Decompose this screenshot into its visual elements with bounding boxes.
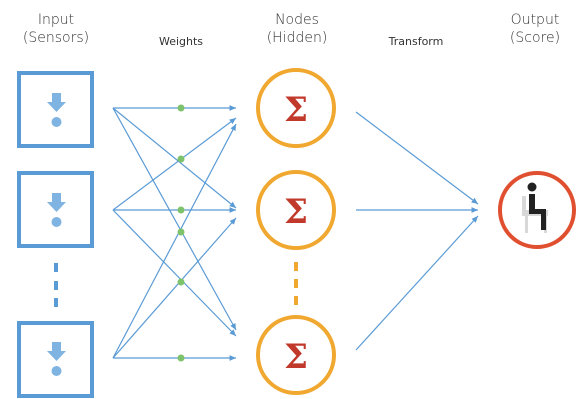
connection-line xyxy=(112,123,237,359)
input-label-line2: (Sensors) xyxy=(22,30,90,46)
output-column-label: Output (Score) xyxy=(510,11,560,47)
input-sensor xyxy=(17,171,94,248)
input-label-line1: Input xyxy=(37,12,75,28)
download-arrow-icon xyxy=(47,93,66,127)
sigma-symbol: Σ xyxy=(284,90,308,130)
weight-dot xyxy=(177,278,185,286)
weight-dot xyxy=(177,104,185,112)
connection-line xyxy=(355,111,479,205)
weight-dot xyxy=(177,354,185,362)
weights-column-label: Weights xyxy=(158,35,204,48)
input-sensor xyxy=(17,321,94,398)
nodes-column-label: Nodes (Hidden) xyxy=(267,11,328,47)
input-column-label: Input (Sensors) xyxy=(23,11,89,47)
nodes-label-line2: (Hidden) xyxy=(266,30,328,46)
hidden-ellipsis xyxy=(294,262,298,305)
nodes-label-line1: Nodes xyxy=(275,12,319,28)
download-arrow-icon xyxy=(47,193,66,227)
connection-line xyxy=(112,117,237,211)
output-node xyxy=(498,171,576,249)
transform-column-label: Transform xyxy=(388,35,444,48)
hidden-node: Σ xyxy=(256,170,336,250)
seated-person-icon xyxy=(522,182,548,233)
sigma-symbol: Σ xyxy=(284,337,308,377)
output-label-line1: Output xyxy=(510,12,560,28)
connection-line xyxy=(112,209,237,337)
input-sensor xyxy=(17,71,94,148)
weight-dot xyxy=(177,206,185,214)
hidden-node: Σ xyxy=(256,315,336,395)
output-label-line2: (Score) xyxy=(509,30,561,46)
download-arrow-icon xyxy=(47,342,66,376)
connection-line xyxy=(112,107,237,331)
connection-line xyxy=(112,217,237,359)
connection-line xyxy=(355,215,479,351)
weight-dot xyxy=(177,155,185,163)
hidden-node: Σ xyxy=(256,68,336,148)
input-ellipsis xyxy=(54,263,58,307)
connection-line xyxy=(112,107,237,209)
sigma-symbol: Σ xyxy=(284,192,308,232)
weight-dot xyxy=(177,228,185,236)
